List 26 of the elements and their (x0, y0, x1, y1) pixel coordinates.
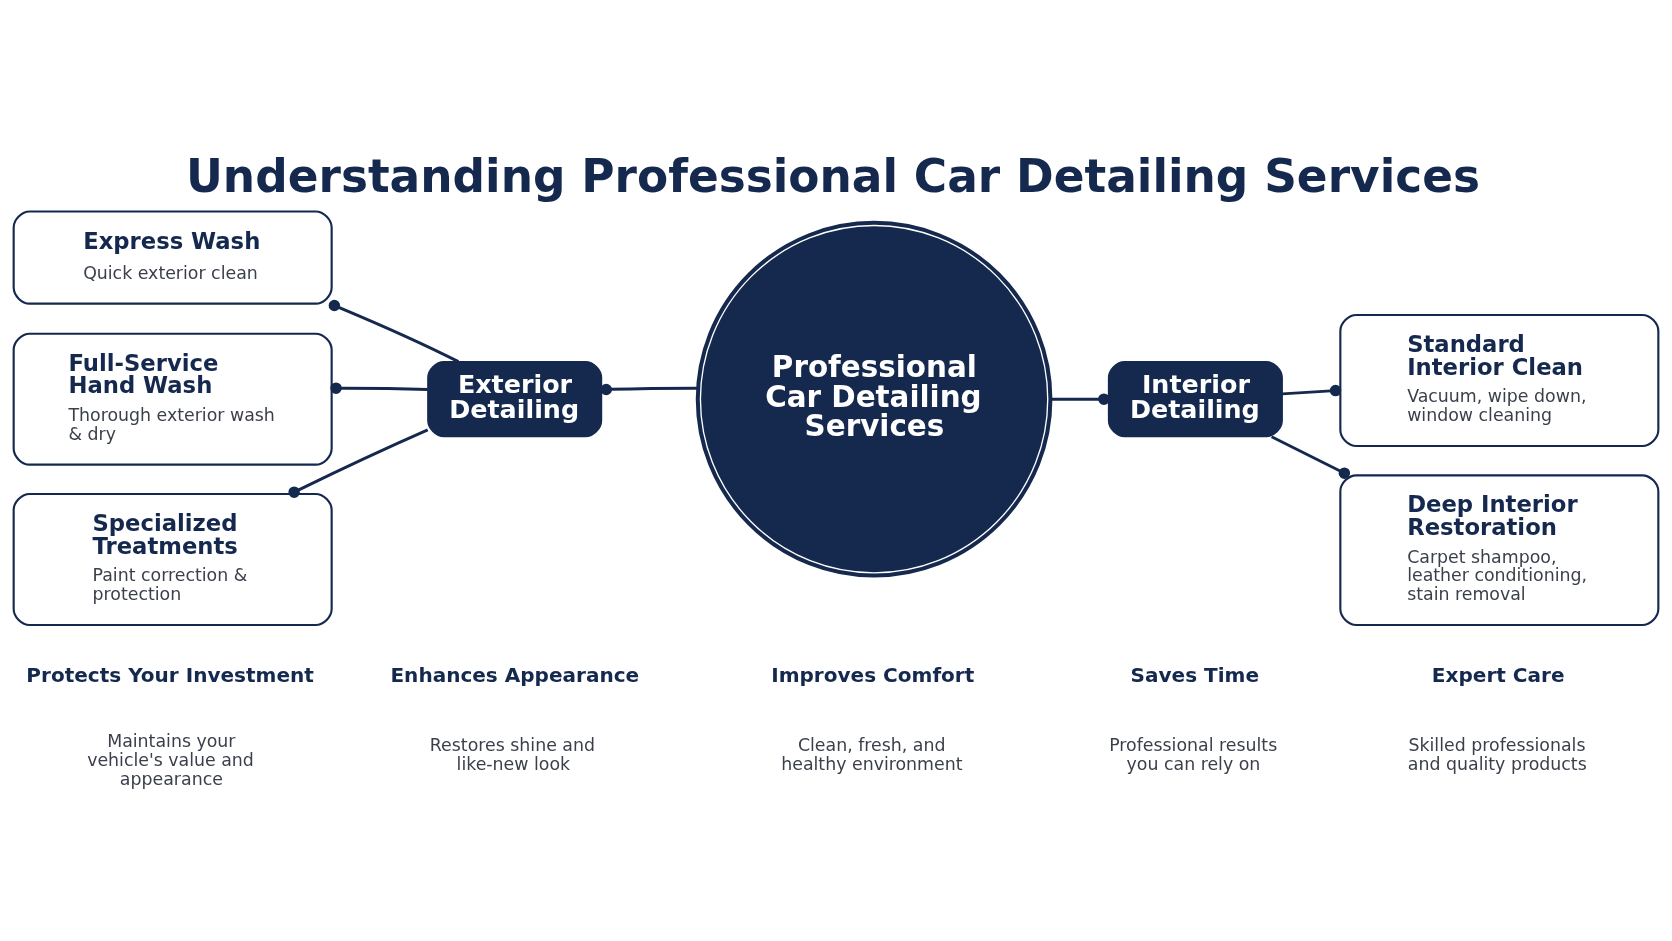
connector (1050, 392, 1110, 405)
node-box: Exterior Detailing (427, 360, 603, 437)
node-box: Express Wash Quick exterior clean (12, 209, 333, 305)
label: Clean, fresh, and healthy environment (781, 734, 963, 774)
label: Professional results you can rely on (1109, 734, 1278, 774)
connector (288, 428, 429, 498)
connector (1270, 434, 1351, 479)
node-box: Specialized Treatments Paint correction & protection (12, 492, 333, 626)
connector (1282, 384, 1342, 396)
connector (330, 381, 428, 394)
node-circle: Professional Car Detailing Services (695, 220, 1053, 577)
label: Saves Time (1130, 662, 1260, 687)
node-box: Standard Interior Clean Vacuum, wipe down, window cleaning (1339, 313, 1660, 447)
node-box: Interior Detailing (1107, 360, 1283, 437)
diagram-title: Understanding Professional Car Detailing Services (186, 149, 1480, 203)
label: Enhances Appearance (390, 662, 640, 687)
connector (328, 299, 460, 363)
label: Improves Comfort (771, 662, 975, 687)
node-box: Deep Interior Restoration Carpet shampoo, leather conditioning, stain removal (1339, 473, 1660, 626)
label: Skilled professionals and quality products (1407, 734, 1587, 774)
connector (600, 383, 698, 395)
label: Restores shine and like-new look (429, 734, 596, 774)
label: Expert Care (1431, 662, 1565, 687)
label: Maintains your vehicle's value and appearance (87, 730, 254, 789)
label: Protects Your Investment (26, 662, 314, 687)
node-box: Full-Service Hand Wash Thorough exterior wash & dry (12, 332, 333, 466)
